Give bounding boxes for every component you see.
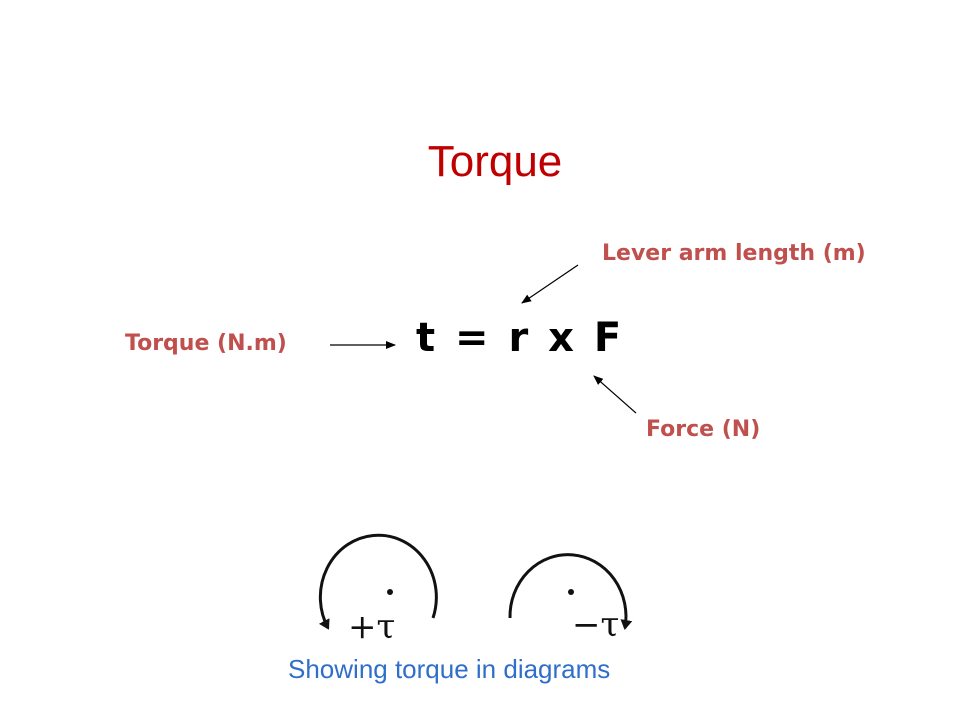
pivot-dot	[568, 589, 574, 595]
force-arrow	[593, 375, 637, 414]
positive-torque-diagram: +τ	[318, 533, 438, 647]
counterclockwise-arc	[318, 533, 438, 630]
torque-units-label: Torque (N.m)	[125, 331, 287, 356]
lever-arm-label: Lever arm length (m)	[602, 241, 866, 266]
force-label: Force (N)	[646, 417, 761, 442]
slide-title: Torque	[427, 137, 563, 186]
torque-equation: t = r x F	[416, 315, 625, 361]
clockwise-arc	[508, 553, 633, 630]
lever-arm-arrow	[521, 264, 579, 304]
negative-torque-symbol: −τ	[572, 605, 619, 645]
negative-torque-diagram: −τ	[508, 553, 633, 645]
torque-direction-diagram: +τ −τ	[318, 533, 633, 647]
pivot-dot	[387, 589, 393, 595]
diagram-caption: Showing torque in diagrams	[288, 654, 611, 684]
positive-torque-symbol: +τ	[348, 607, 395, 647]
